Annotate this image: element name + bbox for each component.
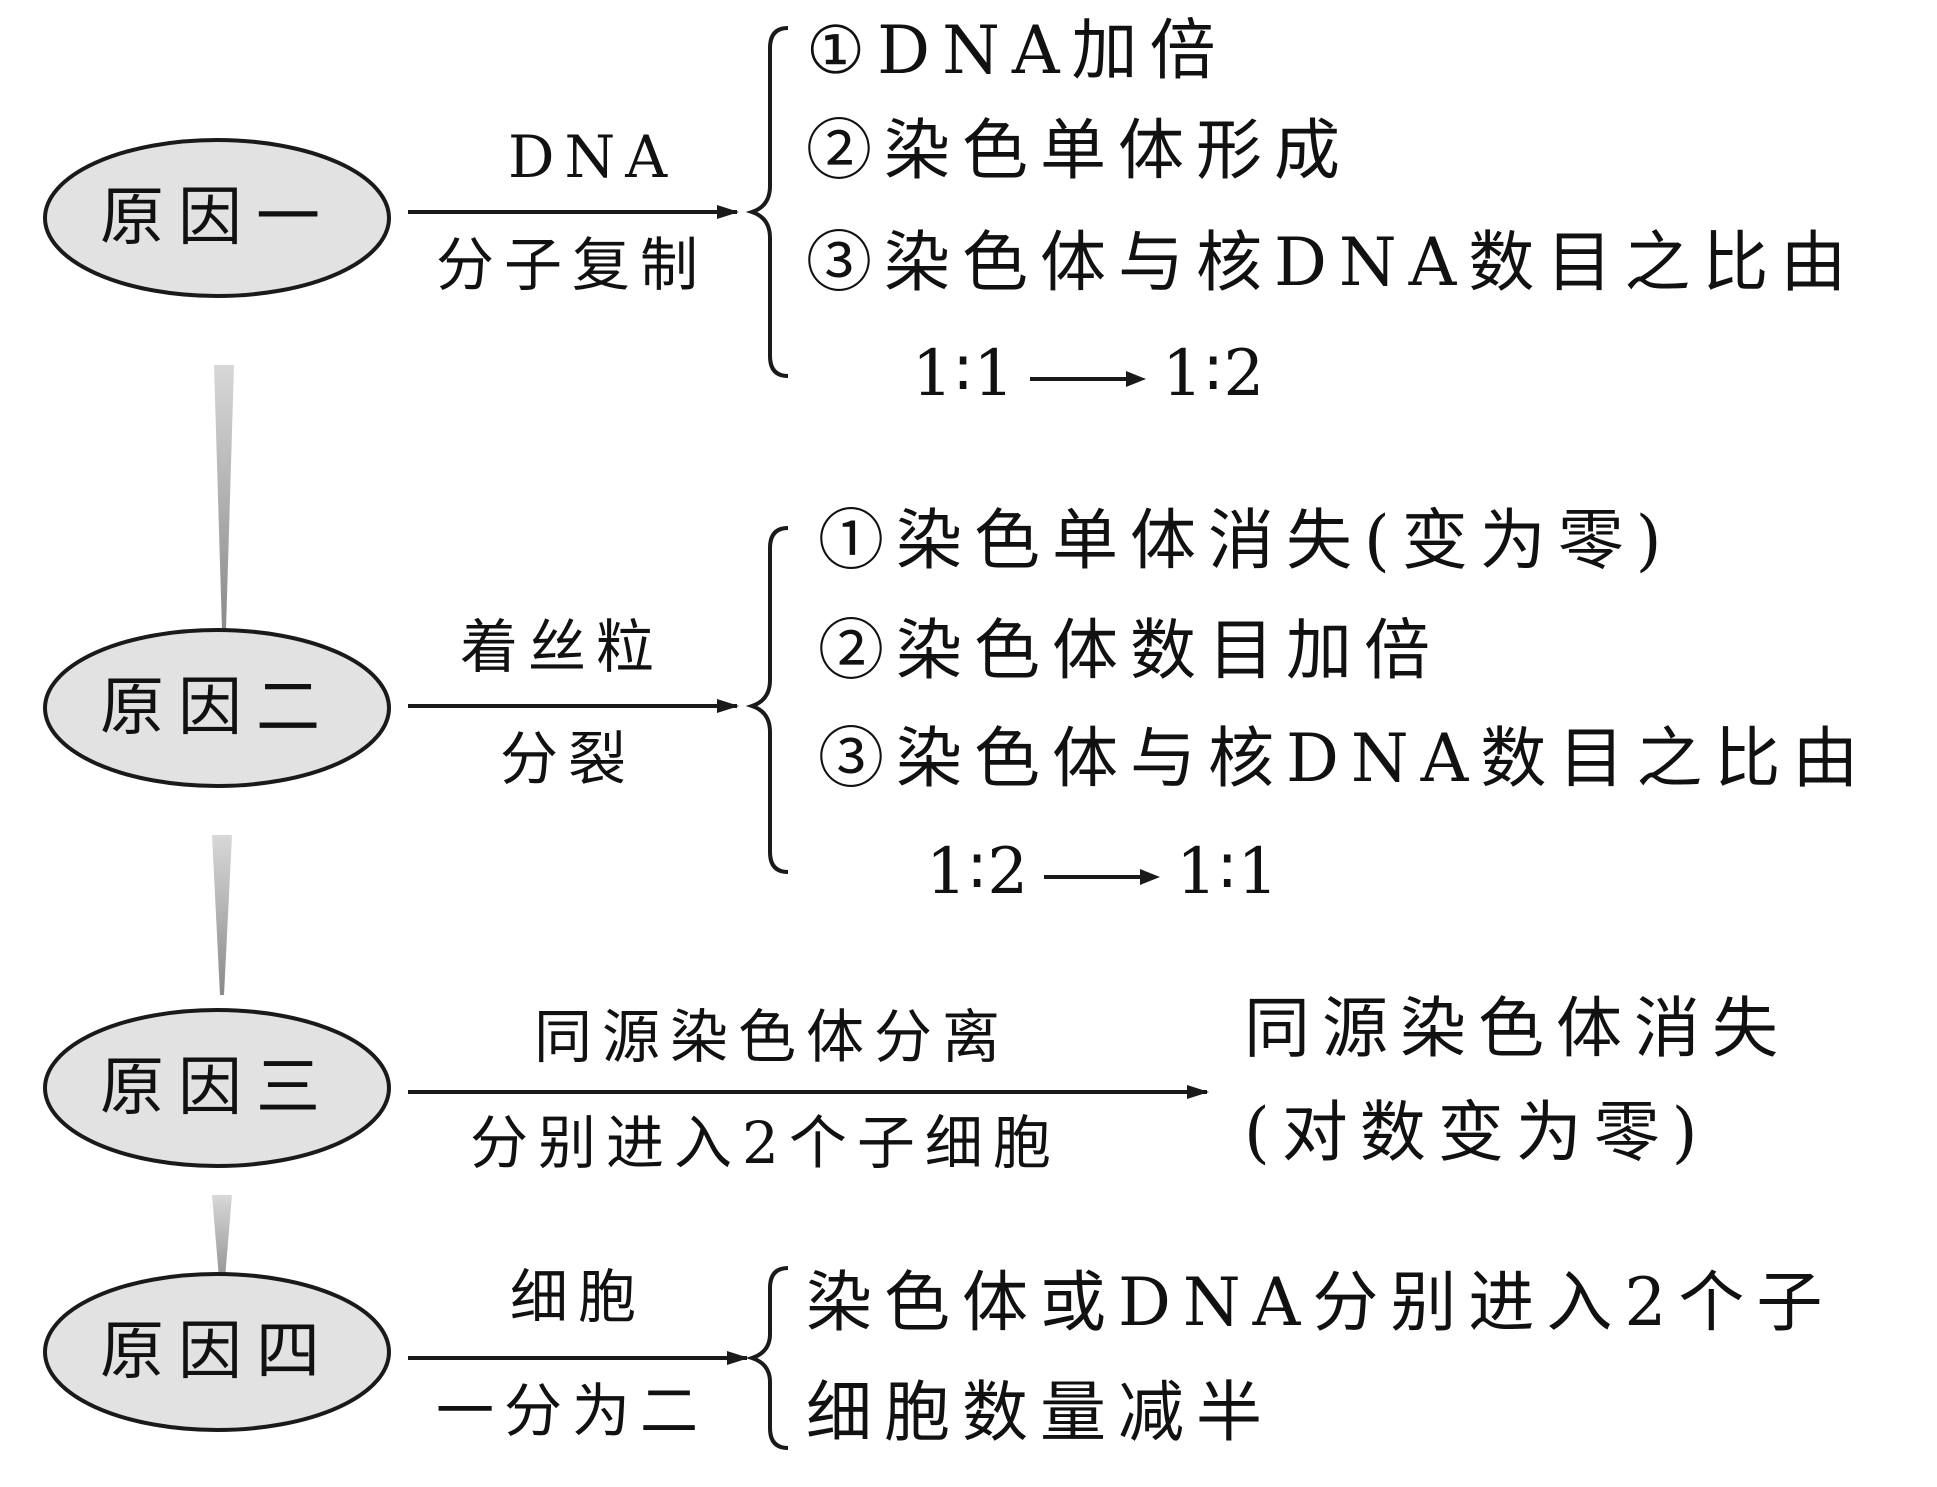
result-4-item-2: 细胞数量减半 [806, 1374, 1274, 1451]
node-4-ellipse [43, 1272, 391, 1432]
arrow-3-bottom-label: 分别进入2个子细胞 [470, 1109, 1061, 1177]
result-1-ratio-to: 1∶2 [1162, 337, 1267, 411]
result-1-ratio-from: 1∶1 [912, 337, 1017, 411]
brace-1 [745, 26, 789, 378]
result-3-item-2: (对数变为零) [1244, 1094, 1710, 1171]
result-1-item-3: ③染色体与核DNA数目之比由 [806, 224, 1859, 301]
arrow-4-bottom-label: 一分为二 [436, 1377, 709, 1445]
result-3-item-1: 同源染色体消失 [1244, 990, 1790, 1067]
arrow-4-top-label: 细胞 [510, 1263, 647, 1331]
ratio-arrow-icon [1030, 370, 1147, 387]
node-label-1: 原因一 [100, 181, 334, 255]
connector-1-2 [214, 365, 234, 630]
node-3-ellipse [43, 1008, 391, 1168]
node-label-2: 原因二 [100, 671, 334, 745]
brace-4 [745, 1266, 789, 1450]
result-4-item-1: 染色体或DNA分别进入2个子 [806, 1264, 1835, 1341]
brace-2 [745, 526, 789, 874]
result-1-item-2: ②染色单体形成 [806, 112, 1352, 189]
result-2-ratio-to: 1∶1 [1176, 835, 1281, 909]
arrow-1-bottom-label: 分子复制 [436, 231, 709, 299]
result-1-item-1: ①DNA加倍 [806, 12, 1228, 89]
arrow-1-top-label: DNA [508, 123, 678, 191]
arrow-3-top-label: 同源染色体分离 [534, 1003, 1011, 1071]
result-2-item-3: ③染色体与核DNA数目之比由 [818, 720, 1871, 797]
node-1-ellipse [43, 138, 391, 298]
arrow-2-bottom-label: 分裂 [500, 725, 637, 793]
result-2-item-1: ①染色单体消失(变为零) [818, 502, 1674, 579]
arrow-2-top-label: 着丝粒 [460, 613, 665, 681]
node-label-4: 原因四 [100, 1315, 334, 1389]
node-label-3: 原因三 [100, 1051, 334, 1125]
node-2-ellipse [43, 628, 391, 788]
result-2-item-2: ②染色体数目加倍 [818, 612, 1442, 689]
result-2-ratio-from: 1∶2 [926, 835, 1031, 909]
connector-2-3 [212, 835, 232, 995]
connector-3-4 [212, 1195, 232, 1290]
ratio-arrow-icon [1044, 868, 1161, 885]
